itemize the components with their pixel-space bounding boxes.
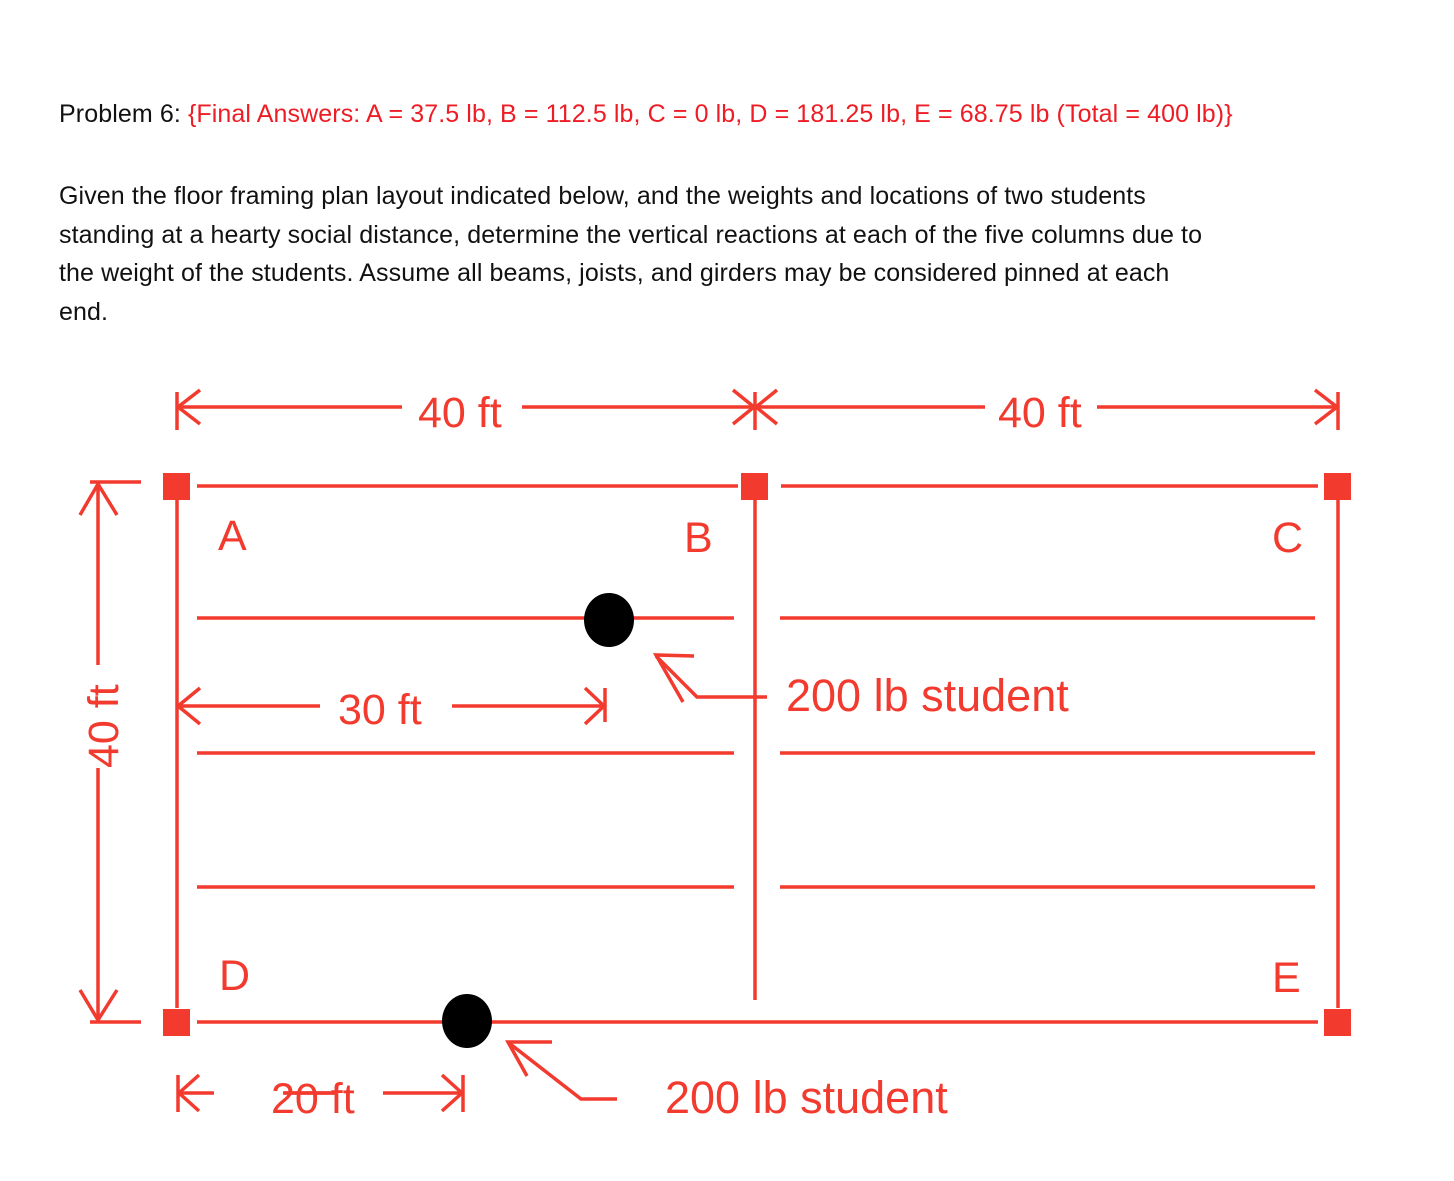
column-c-label: C (1272, 514, 1303, 562)
student2-label: 200 lb student (665, 1072, 948, 1123)
student-2-marker (442, 994, 492, 1048)
problem-prompt: Given the floor framing plan layout indi… (59, 177, 1399, 331)
column-a-label: A (218, 512, 247, 560)
top-right-span-label: 40 ft (998, 389, 1082, 437)
column-e-marker (1324, 1009, 1351, 1036)
left-height-label: 40 ft (80, 684, 128, 768)
columns (163, 473, 1351, 1036)
column-d-marker (163, 1009, 190, 1036)
column-b-marker (741, 473, 768, 500)
problem-heading: Problem 6: {Final Answers: A = 37.5 lb, … (59, 100, 1233, 129)
column-c-marker (1324, 473, 1351, 500)
student1-offset-label: 30 ft (338, 686, 422, 734)
final-answers: {Final Answers: A = 37.5 lb, B = 112.5 l… (187, 100, 1233, 128)
column-b-label: B (684, 514, 713, 562)
student2-dimension (176, 1073, 465, 1113)
student1-leader (652, 653, 767, 703)
column-e-label: E (1272, 954, 1301, 1002)
student2-offset-label: 20 ft (271, 1075, 355, 1123)
prompt-line: standing at a hearty social distance, de… (59, 220, 1203, 249)
prompt-line: end. (59, 297, 109, 326)
prompt-line: the weight of the students. Assume all b… (59, 259, 1170, 287)
left-dimension (78, 480, 141, 1024)
joists (197, 616, 1315, 889)
column-a-marker (163, 473, 190, 500)
student1-dimension (175, 686, 607, 726)
student-1-marker (584, 593, 634, 647)
student2-leader (505, 1040, 617, 1101)
student1-label: 200 lb student (786, 670, 1069, 721)
column-d-label: D (219, 952, 250, 1000)
prompt-line: Given the floor framing plan layout indi… (59, 182, 1146, 210)
top-left-span-label: 40 ft (418, 389, 502, 437)
top-dimension (175, 388, 1340, 430)
problem-label: Problem 6: (59, 100, 181, 128)
girders (175, 484, 1340, 1024)
